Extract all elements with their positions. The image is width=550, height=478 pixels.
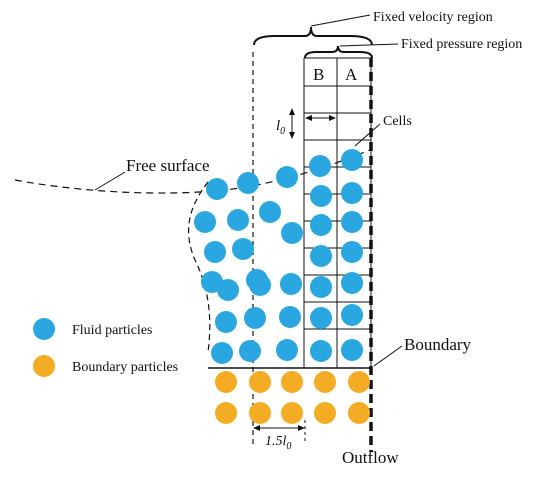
boundary-particle	[314, 402, 336, 424]
fluid-particle	[215, 311, 237, 333]
fluid-particle	[341, 272, 363, 294]
fluid-particle	[276, 166, 298, 188]
fluid-particle	[310, 276, 332, 298]
fluid-particle	[237, 172, 259, 194]
fluid-particle	[280, 273, 302, 295]
fixed-velocity-label: Fixed velocity region	[373, 10, 493, 25]
fluid-particle	[310, 185, 332, 207]
fluid-particle	[341, 182, 363, 204]
fluid-particle	[227, 209, 249, 231]
legend-boundary-label: Boundary particles	[72, 360, 178, 375]
boundary-particle	[249, 371, 271, 393]
fixed-velocity-leader	[310, 14, 371, 27]
fluid-particle	[217, 279, 239, 301]
fixed-pressure-leader	[339, 43, 399, 47]
boundary-particle	[348, 371, 370, 393]
l0-arrow-head-down	[289, 132, 295, 139]
cells-label: Cells	[383, 114, 412, 129]
fluid-particle	[310, 307, 332, 329]
fluid-particles	[194, 149, 363, 364]
free-surface-leader	[94, 171, 126, 191]
fixed-pressure-label: Fixed pressure region	[401, 37, 522, 52]
column-b-label: B	[313, 65, 324, 84]
fluid-particle	[249, 274, 271, 296]
column-a-label: A	[345, 65, 358, 84]
cell-width-arrow-right	[329, 115, 336, 121]
fluid-particle	[232, 238, 254, 260]
outflow-label: Outflow	[342, 448, 399, 467]
boundary-leader	[373, 345, 403, 367]
fluid-particle	[309, 155, 331, 177]
fixed-pressure-brace	[304, 45, 373, 59]
fluid-particle	[341, 211, 363, 233]
fluid-particle	[341, 304, 363, 326]
fluid-particle	[194, 211, 216, 233]
l0-label: l0	[276, 118, 285, 137]
fluid-particle	[276, 339, 298, 361]
fluid-particle	[211, 342, 233, 364]
fluid-particle	[239, 340, 261, 362]
legend-fluid-label: Fluid particles	[72, 323, 153, 338]
boundary-particle	[249, 402, 271, 424]
l0-arrow-head-up	[289, 108, 295, 115]
boundary-particle	[215, 371, 237, 393]
fluid-particle	[281, 222, 303, 244]
spacing-arrow-left	[253, 425, 260, 431]
legend-boundary-swatch	[33, 355, 55, 377]
fluid-particle	[310, 214, 332, 236]
fluid-particle	[204, 241, 226, 263]
spacing-arrow-right	[298, 425, 305, 431]
fluid-particle	[244, 307, 266, 329]
boundary-particle	[215, 402, 237, 424]
free-surface-label: Free surface	[126, 156, 210, 175]
boundary-particle	[281, 371, 303, 393]
spacing-label: 1.5l0	[265, 434, 291, 452]
fluid-particle	[341, 339, 363, 361]
fluid-particle	[310, 245, 332, 267]
boundary-label: Boundary	[404, 335, 472, 354]
fixed-velocity-brace	[253, 26, 373, 46]
fluid-body-outline	[188, 181, 211, 353]
fluid-particle	[310, 340, 332, 362]
cell-width-arrow-left	[305, 115, 312, 121]
boundary-particles	[215, 371, 370, 424]
fluid-particle	[259, 201, 281, 223]
boundary-particle	[314, 371, 336, 393]
boundary-particle	[281, 402, 303, 424]
fluid-particle	[279, 306, 301, 328]
legend-fluid-swatch	[33, 318, 55, 340]
fluid-particle	[206, 178, 228, 200]
fluid-particle	[341, 149, 363, 171]
fluid-particle	[341, 241, 363, 263]
cells-leader	[354, 123, 381, 147]
boundary-particle	[348, 402, 370, 424]
